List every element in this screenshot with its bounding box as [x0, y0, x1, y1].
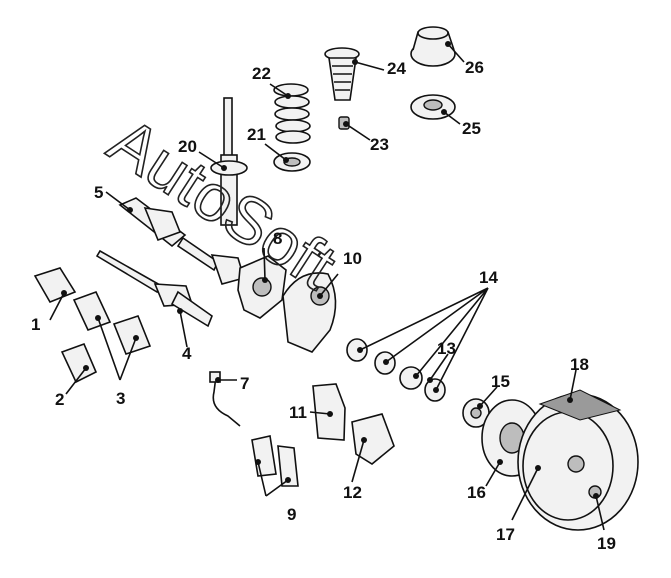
callout-15: 15 [491, 372, 510, 391]
callout-11: 11 [289, 403, 307, 422]
part-22-coil-spring [273, 83, 311, 144]
callout-24: 24 [387, 59, 406, 78]
callout-10: 10 [343, 249, 362, 268]
callout-12: 12 [343, 483, 362, 502]
callout-22: 22 [252, 64, 271, 83]
part-12-caliper [351, 413, 395, 465]
callout-16: 16 [467, 483, 486, 502]
callout-9: 9 [287, 505, 296, 524]
part-7-brake-hose [209, 371, 241, 427]
part-8-knuckle [237, 255, 287, 319]
callout-4: 4 [182, 344, 192, 363]
callout-1: 1 [31, 315, 40, 334]
callout-14: 14 [479, 268, 498, 287]
part-24-bump-stop [324, 47, 360, 101]
part-9-brake-pads [251, 435, 299, 487]
part-1-cv-joint [33, 267, 77, 304]
part-5-drive-shaft [118, 197, 246, 285]
callout-5: 5 [94, 183, 103, 202]
callout-8: 8 [273, 229, 282, 248]
callout-3: 3 [116, 389, 125, 408]
callout-23: 23 [370, 135, 389, 154]
callout-17: 17 [496, 525, 515, 544]
part-3-boots [72, 290, 152, 355]
callout-2: 2 [55, 390, 64, 409]
callout-13: 13 [437, 339, 456, 358]
callout-19: 19 [597, 534, 616, 553]
callout-18: 18 [570, 355, 589, 374]
part-26-top-mount [410, 26, 456, 67]
part-2-boot [60, 342, 98, 384]
callout-25: 25 [462, 119, 481, 138]
callout-20: 20 [178, 137, 197, 156]
callout-26: 26 [465, 58, 484, 77]
part-18-tyre [538, 389, 622, 421]
part-4-drive-shaft [95, 249, 213, 328]
callout-21: 21 [247, 125, 266, 144]
callout-7: 7 [240, 374, 249, 393]
